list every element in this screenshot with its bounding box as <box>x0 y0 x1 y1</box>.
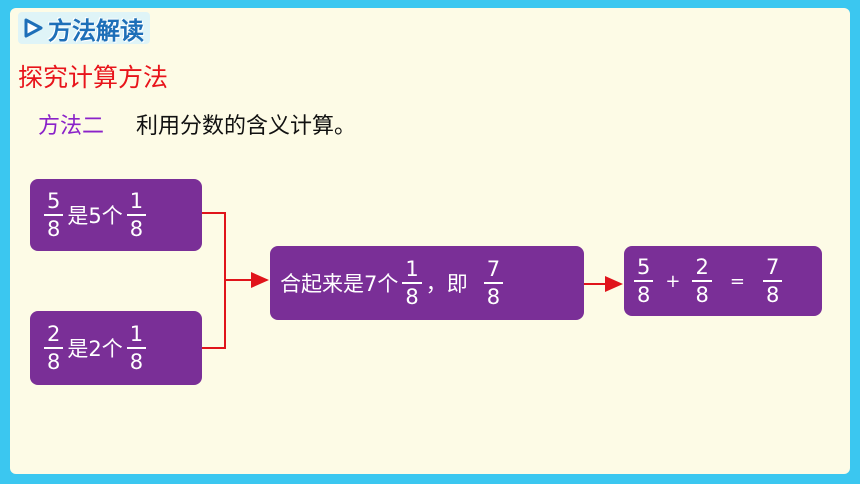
equals-sign: = <box>729 270 745 292</box>
fraction-bar <box>762 280 783 282</box>
separator-text: ，即 <box>425 272 468 296</box>
result-fraction: 7 8 <box>483 257 504 309</box>
fraction-bar <box>634 280 654 282</box>
numerator: 7 <box>765 255 780 279</box>
fraction-bar <box>402 282 422 284</box>
box-combined: 合起来是7个 1 8 ，即 7 8 <box>270 246 584 320</box>
numerator: 2 <box>695 255 709 279</box>
denominator: 8 <box>129 350 144 374</box>
unit-fraction: 1 8 <box>402 257 422 309</box>
denominator: 8 <box>695 283 709 307</box>
box-text: 是2个 <box>67 337 123 361</box>
fraction-bar <box>692 280 712 282</box>
fraction: 5 8 <box>44 189 64 241</box>
numerator: 5 <box>637 255 651 279</box>
fraction-bar <box>126 214 147 216</box>
numerator: 7 <box>486 257 501 281</box>
denominator: 8 <box>129 217 144 241</box>
plus-sign: + <box>665 270 681 292</box>
slide-page: 方法解读 探究计算方法 方法二 利用分数的含义计算。 5 8 是5个 1 8 2… <box>10 8 850 474</box>
box-five-eighths: 5 8 是5个 1 8 <box>30 179 202 251</box>
method-label: 方法二 <box>38 114 105 139</box>
unit-fraction: 1 8 <box>126 322 147 374</box>
section-tag: 方法解读 <box>18 12 150 45</box>
method-text: 利用分数的含义计算。 <box>136 114 357 139</box>
numerator: 1 <box>129 322 144 346</box>
addend-fraction: 2 8 <box>692 255 712 307</box>
box-equation: 5 8 + 2 8 = 7 8 <box>624 246 822 316</box>
denominator: 8 <box>47 217 61 241</box>
fraction-bar <box>44 347 64 349</box>
subtitle: 探究计算方法 <box>18 63 169 92</box>
play-triangle-icon <box>24 18 43 38</box>
fraction: 2 8 <box>44 322 64 374</box>
box-text: 是5个 <box>67 204 123 228</box>
fraction-bar <box>126 347 147 349</box>
bracket-connector <box>202 212 226 349</box>
sum-fraction: 7 8 <box>762 255 783 307</box>
numerator: 5 <box>47 189 61 213</box>
fraction-bar <box>44 214 64 216</box>
fraction-bar <box>483 282 504 284</box>
numerator: 2 <box>47 322 61 346</box>
denominator: 8 <box>47 350 61 374</box>
method-line: 方法二 利用分数的含义计算。 <box>38 108 356 140</box>
denominator: 8 <box>405 285 419 309</box>
box-two-eighths: 2 8 是2个 1 8 <box>30 311 202 385</box>
denominator: 8 <box>486 285 501 309</box>
connector-arrows <box>202 212 623 349</box>
addend-fraction: 5 8 <box>634 255 654 307</box>
denominator: 8 <box>637 283 651 307</box>
box-text: 合起来是7个 <box>280 272 399 296</box>
unit-fraction: 1 8 <box>126 189 147 241</box>
numerator: 1 <box>129 189 144 213</box>
denominator: 8 <box>765 283 780 307</box>
section-label: 方法解读 <box>48 16 144 45</box>
numerator: 1 <box>405 257 419 281</box>
